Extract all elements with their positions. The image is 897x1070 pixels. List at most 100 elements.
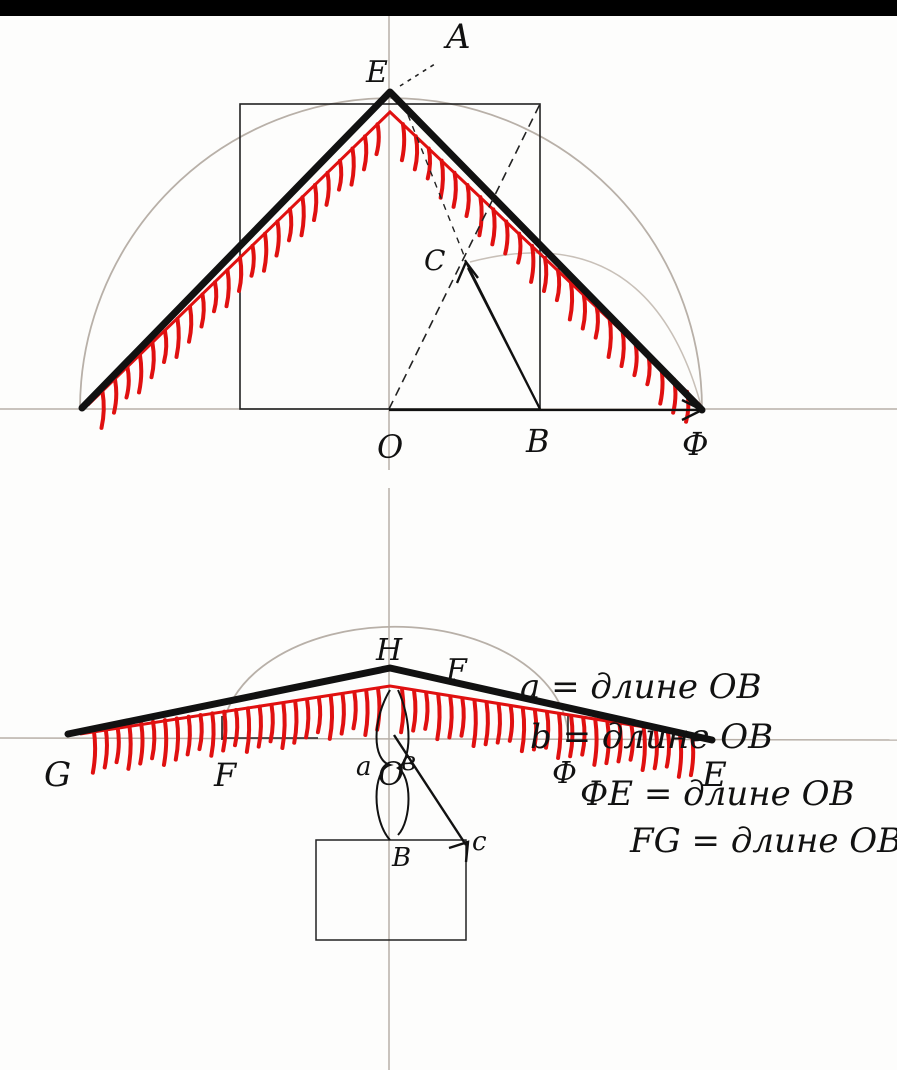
bottom-arrow-visible (392, 734, 470, 863)
top-hatch-stroke (451, 170, 458, 209)
top-large-arc (79, 97, 703, 410)
top-dashed-E-to-C (407, 114, 466, 259)
bottom-hatch-stroke (327, 694, 335, 741)
top-hatch-stroke (299, 195, 306, 238)
bottom-hatch-stroke (435, 693, 442, 742)
top-hatch-stroke (137, 353, 144, 395)
top-hatch-stroke (529, 243, 536, 284)
bottom-hatch-stroke (138, 721, 145, 766)
top-figure: E A C O B Ф (0, 16, 897, 470)
bottom-hatch-stroke (580, 716, 587, 757)
top-hatch-stroke (349, 146, 356, 187)
label-B-bottom: B (391, 843, 411, 873)
brace-b (395, 689, 410, 836)
top-hatch-stroke (619, 329, 626, 369)
top-hatch-stroke (99, 389, 106, 430)
top-hatch-stroke (162, 329, 169, 364)
top-hatch-stroke (337, 158, 344, 192)
top-hatch-stroke (149, 341, 156, 380)
bottom-hatch-stroke (244, 706, 252, 754)
bottom-hatch-stroke (676, 731, 684, 779)
bottom-hatch-stroke (221, 709, 228, 753)
top-hatch-stroke (516, 231, 523, 265)
label-C-top: C (424, 244, 445, 277)
bottom-hatch-stroke (556, 712, 563, 760)
bottom-hatch-stroke (351, 691, 358, 731)
bottom-hatch-stroke (339, 692, 346, 736)
label-F-top: F (445, 653, 468, 688)
label-G: G (44, 755, 71, 795)
bottom-hatch-stroke (304, 697, 311, 740)
bottom-hatch-stroke (268, 702, 275, 744)
top-hatch-stroke (199, 292, 206, 329)
top-hatch-stroke (224, 268, 231, 309)
top-dashed-E-to-A (399, 61, 439, 87)
bottom-hatch-stroke (592, 718, 599, 767)
top-hatch-stroke (567, 280, 575, 322)
top-hatch-stroke (112, 377, 119, 415)
bottom-hatch-stroke (126, 723, 133, 771)
top-hatch-stroke (580, 292, 588, 331)
top-hatch-stroke (374, 122, 381, 157)
bottom-hatch-stroke (628, 723, 635, 762)
bottom-hatch-stroke (423, 691, 430, 731)
brace-a (375, 689, 394, 841)
bottom-hatch-stroke (459, 697, 466, 738)
bottom-hatch-stroke (173, 716, 181, 762)
equation-FG: FG = длине OB (629, 821, 897, 861)
top-hatch-stroke (187, 304, 194, 344)
label-E-top: E (365, 55, 388, 90)
label-O-top: O (377, 428, 403, 466)
top-hatch-stroke (399, 122, 407, 163)
top-hatch-stroke (324, 170, 331, 207)
top-small-arc (469, 252, 703, 410)
bottom-hatch-stroke (483, 701, 490, 747)
bottom-hatch-stroke (471, 699, 478, 748)
bottom-hatch-stroke (90, 728, 98, 775)
bottom-red-slope-line (79, 684, 707, 739)
top-hatch-stroke (412, 134, 420, 172)
bottom-hatch-stroke (519, 706, 527, 754)
bottom-arc (221, 625, 569, 739)
label-D-bottom: Ф (552, 756, 577, 791)
top-hatch-stroke (249, 243, 256, 278)
bottom-hatch-stroke (102, 726, 109, 770)
bottom-hatch-stroke (664, 729, 672, 769)
roof-bottom (64, 664, 716, 744)
bottom-labels: H F a в B c G F O Ф E (44, 633, 727, 873)
bottom-hatch-stroke (507, 704, 515, 743)
top-hatch-stroke (362, 134, 369, 172)
top-arrowhead-D (681, 398, 705, 422)
top-hatch-stroke (274, 219, 281, 258)
label-F-bottom: F (213, 756, 238, 794)
bottom-hatch-stroke (315, 696, 323, 735)
top-hatch-stroke (262, 231, 269, 273)
bottom-figure (0, 488, 897, 1070)
bottom-hatch-stroke (544, 710, 551, 750)
top-hatch-stroke (174, 316, 181, 359)
label-A-top: A (443, 17, 471, 57)
paper (0, 16, 897, 1070)
label-B-top: B (525, 422, 550, 460)
top-hatch-stroke (503, 219, 510, 256)
bottom-hatch-stroke (233, 708, 240, 748)
equations: a = длине OB b = длине OB ФE = длине OB … (520, 667, 897, 861)
arrowhead-c (448, 840, 470, 863)
top-hatch-stroke (542, 256, 549, 293)
label-E-bottom: E (701, 755, 727, 795)
bottom-hatch-stroke (256, 704, 263, 749)
bottom-hatch-stroke (280, 701, 287, 751)
top-arrow-B-to-C (467, 267, 541, 410)
bottom-hatch-stroke (363, 689, 370, 737)
bottom-hatch-stroke (652, 727, 659, 771)
label-O-bottom: O (378, 755, 404, 793)
top-hatch-stroke (124, 365, 131, 400)
top-roof-line (78, 88, 706, 414)
top-arrowhead-C (455, 259, 479, 284)
bottom-hatch-stroke (531, 708, 539, 752)
label-c-bottom: c (472, 827, 487, 857)
bottom-hatch-stroke (185, 714, 192, 757)
bottom-hatch-stroke (292, 699, 299, 745)
bottom-hatch-stroke (161, 718, 169, 767)
